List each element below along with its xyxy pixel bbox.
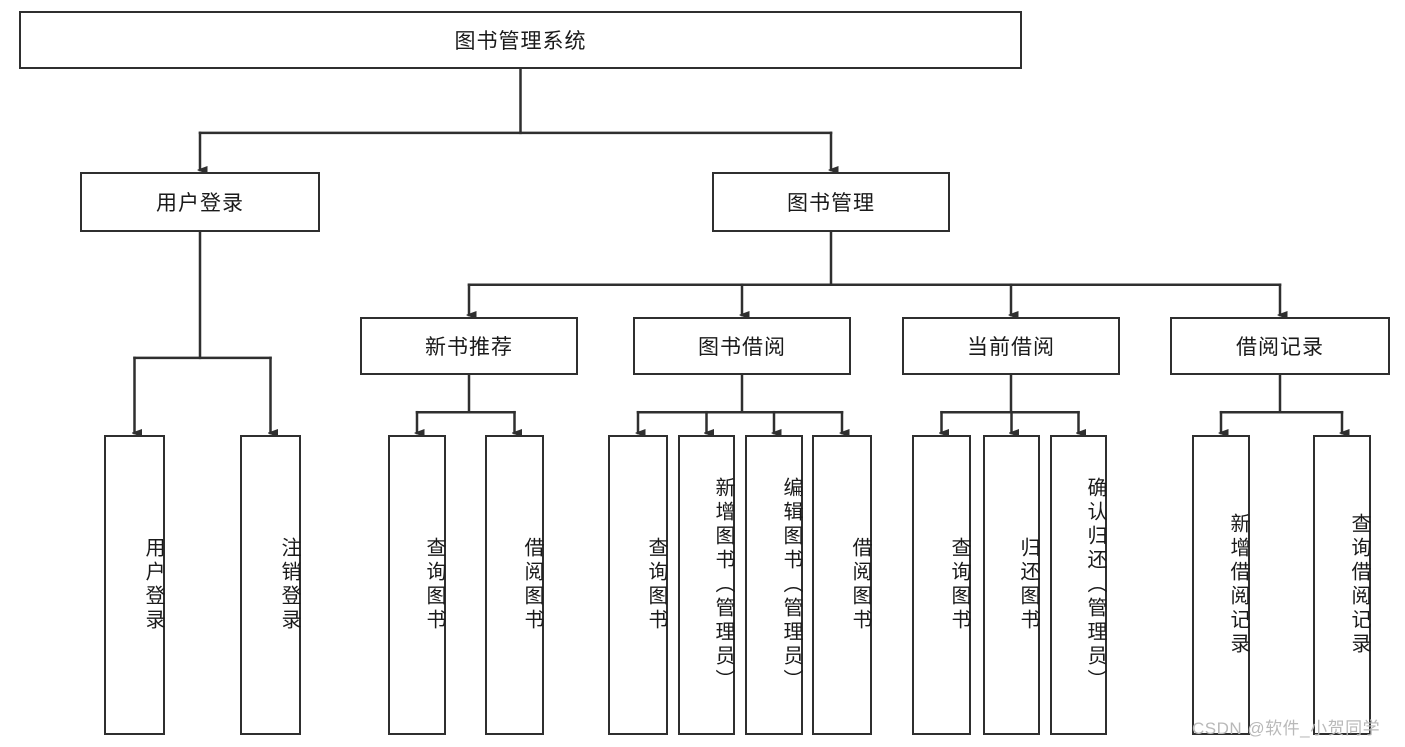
node-leaf-query-book-borrow[interactable]: 查询图书 — [608, 435, 668, 735]
node-label: 图书管理 — [787, 192, 875, 215]
node-leaf-user-logout[interactable]: 注销登录 — [240, 435, 301, 735]
node-leaf-query-book-rec[interactable]: 查询图书 — [388, 435, 446, 735]
node-label: 借阅图书 — [521, 537, 543, 633]
connector-lines — [135, 67, 1343, 433]
node-label: 确认归还（管理员） — [1084, 477, 1106, 693]
node-leaf-query-record[interactable]: 查询借阅记录 — [1313, 435, 1371, 735]
node-label: 借阅记录 — [1236, 336, 1324, 359]
node-leaf-borrow-book[interactable]: 借阅图书 — [812, 435, 872, 735]
node-label: 查询图书 — [645, 537, 667, 633]
node-leaf-add-book[interactable]: 新增图书（管理员） — [678, 435, 735, 735]
node-label: 当前借阅 — [967, 336, 1055, 359]
node-label: 查询借阅记录 — [1348, 513, 1370, 657]
node-label: 编辑图书（管理员） — [780, 477, 802, 693]
node-leaf-add-record[interactable]: 新增借阅记录 — [1192, 435, 1250, 735]
node-label: 归还图书 — [1017, 537, 1039, 633]
node-label: 新书推荐 — [425, 336, 513, 359]
node-leaf-edit-book[interactable]: 编辑图书（管理员） — [745, 435, 803, 735]
node-label: 查询图书 — [423, 537, 445, 633]
node-leaf-confirm-return[interactable]: 确认归还（管理员） — [1050, 435, 1107, 735]
node-leaf-user-login[interactable]: 用户登录 — [104, 435, 165, 735]
node-book-manage[interactable]: 图书管理 — [712, 172, 950, 232]
node-label: 借阅图书 — [849, 537, 871, 633]
node-label: 用户登录 — [156, 192, 244, 215]
node-label: 图书管理系统 — [454, 30, 587, 53]
node-leaf-query-book-cur[interactable]: 查询图书 — [912, 435, 971, 735]
node-book-borrow[interactable]: 图书借阅 — [633, 317, 851, 375]
node-label: 图书借阅 — [698, 336, 786, 359]
node-borrow-record[interactable]: 借阅记录 — [1170, 317, 1390, 375]
node-label: 用户登录 — [142, 537, 164, 633]
node-leaf-borrow-book-rec[interactable]: 借阅图书 — [485, 435, 544, 735]
node-label: 注销登录 — [278, 537, 300, 633]
node-root[interactable]: 图书管理系统 — [19, 11, 1022, 69]
node-current-borrow[interactable]: 当前借阅 — [902, 317, 1120, 375]
node-label: 新增借阅记录 — [1227, 513, 1249, 657]
node-label: 查询图书 — [948, 537, 970, 633]
node-label: 新增图书（管理员） — [712, 477, 734, 693]
watermark-label: CSDN @软件_小贺同学 — [1192, 719, 1381, 738]
node-leaf-return-book[interactable]: 归还图书 — [983, 435, 1040, 735]
node-user-login[interactable]: 用户登录 — [80, 172, 320, 232]
node-new-book-rec[interactable]: 新书推荐 — [360, 317, 578, 375]
